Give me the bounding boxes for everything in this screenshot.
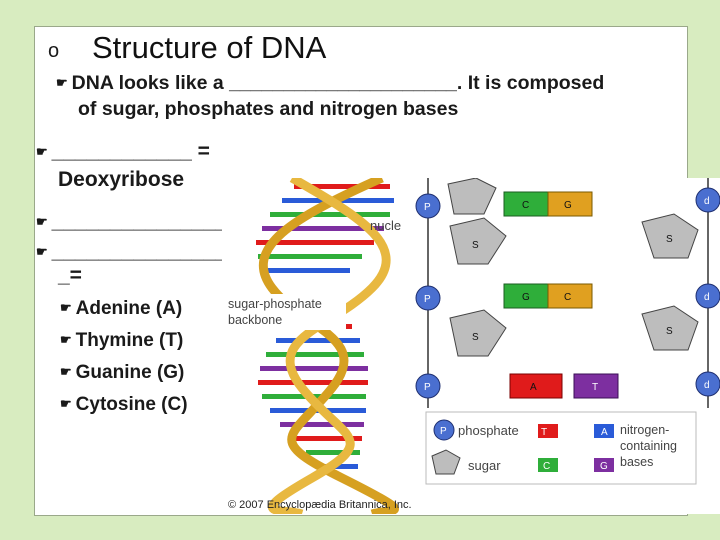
base-adenine: ☛Adenine (A)	[60, 298, 182, 320]
hand-pointer-icon: ☛	[60, 396, 72, 411]
legend-sugar: sugar	[468, 458, 501, 473]
bullet-phosphate-blank: ☛_______________	[36, 210, 227, 234]
title-bullet: o	[48, 40, 60, 62]
phosphate-label: d	[704, 196, 710, 207]
legend-c-letter: C	[543, 461, 550, 472]
base-cytosine: ☛Cytosine (C)	[60, 394, 188, 416]
legend-t-letter: T	[541, 427, 547, 438]
dna-structure-diagram: nucle sugar-phosphate backbone P C G d S…	[222, 178, 720, 514]
label-backbone-line2: backbone	[228, 313, 282, 327]
hand-pointer-icon: ☛	[56, 75, 68, 90]
helix-backbone-left	[258, 178, 399, 514]
copyright-caption: © 2007 Encyclopædia Britannica, Inc.	[228, 499, 412, 511]
hand-pointer-icon: ☛	[36, 214, 48, 229]
sugar-label: S	[666, 234, 673, 245]
legend-phosphate-letter: P	[440, 426, 447, 437]
hand-pointer-icon: ☛	[60, 364, 72, 379]
label-backbone-line1: sugar-phosphate	[228, 297, 322, 311]
legend-phosphate: phosphate	[458, 423, 519, 438]
bullet-dna-looks-like: ☛DNA looks like a _____________________.…	[56, 72, 604, 95]
bullet-deoxyribose: Deoxyribose	[58, 168, 185, 191]
hand-pointer-icon: ☛	[60, 332, 72, 347]
sugar-label: S	[666, 326, 673, 337]
guanine-label: G	[564, 200, 572, 211]
guanine-label: G	[522, 292, 530, 303]
phosphate-label: P	[424, 382, 431, 393]
bullet-text: DNA looks like a _____________________. …	[71, 72, 605, 94]
thymine-label: T	[592, 382, 598, 393]
cytosine-label: C	[522, 200, 529, 211]
base-label: Cytosine (C)	[75, 394, 188, 415]
bullet-bases-equals: _=	[58, 264, 82, 287]
sugar-label: S	[472, 240, 479, 251]
phosphate-label: P	[424, 202, 431, 213]
bullet-text: _______________	[51, 210, 227, 233]
base-thymine: ☛Thymine (T)	[60, 330, 183, 352]
phosphate-label: d	[704, 380, 710, 391]
cytosine-label: C	[564, 292, 571, 303]
phosphate-label: P	[424, 294, 431, 305]
bullet-text: _________________	[51, 240, 251, 263]
diagram-legend: P phosphate sugar T A C G nitrogen- cont…	[425, 411, 697, 485]
legend-bases-line3: bases	[620, 455, 653, 469]
phosphate-label: d	[704, 292, 710, 303]
hand-pointer-icon: ☛	[60, 300, 72, 315]
base-label: Adenine (A)	[75, 298, 183, 319]
base-label: Thymine (T)	[75, 330, 184, 351]
bullet-text: ____________ =	[51, 140, 210, 163]
legend-bases-line2: containing	[620, 439, 677, 453]
label-nucleotide: nucle	[370, 218, 401, 233]
legend-a-letter: A	[601, 427, 608, 438]
hand-pointer-icon: ☛	[36, 244, 48, 259]
hand-pointer-icon: ☛	[36, 144, 48, 159]
adenine-label: A	[530, 382, 537, 393]
legend-g-letter: G	[600, 461, 608, 472]
bullet-sugar-blank: ☛____________ =	[36, 140, 210, 164]
base-guanine: ☛Guanine (G)	[60, 362, 184, 384]
bullet-dna-continuation: of sugar, phosphates and nitrogen bases	[78, 98, 459, 120]
bullet-bases-blank: ☛_________________	[36, 240, 250, 264]
nucleotide-ladder: P C G d S S P G C d S S P A T d	[404, 178, 720, 408]
legend-bases-line1: nitrogen-	[620, 423, 669, 437]
base-label: Guanine (G)	[75, 362, 185, 383]
helix-backbone-right	[267, 178, 391, 514]
sugar-label: S	[472, 332, 479, 343]
slide-title: Structure of DNA	[92, 30, 327, 65]
